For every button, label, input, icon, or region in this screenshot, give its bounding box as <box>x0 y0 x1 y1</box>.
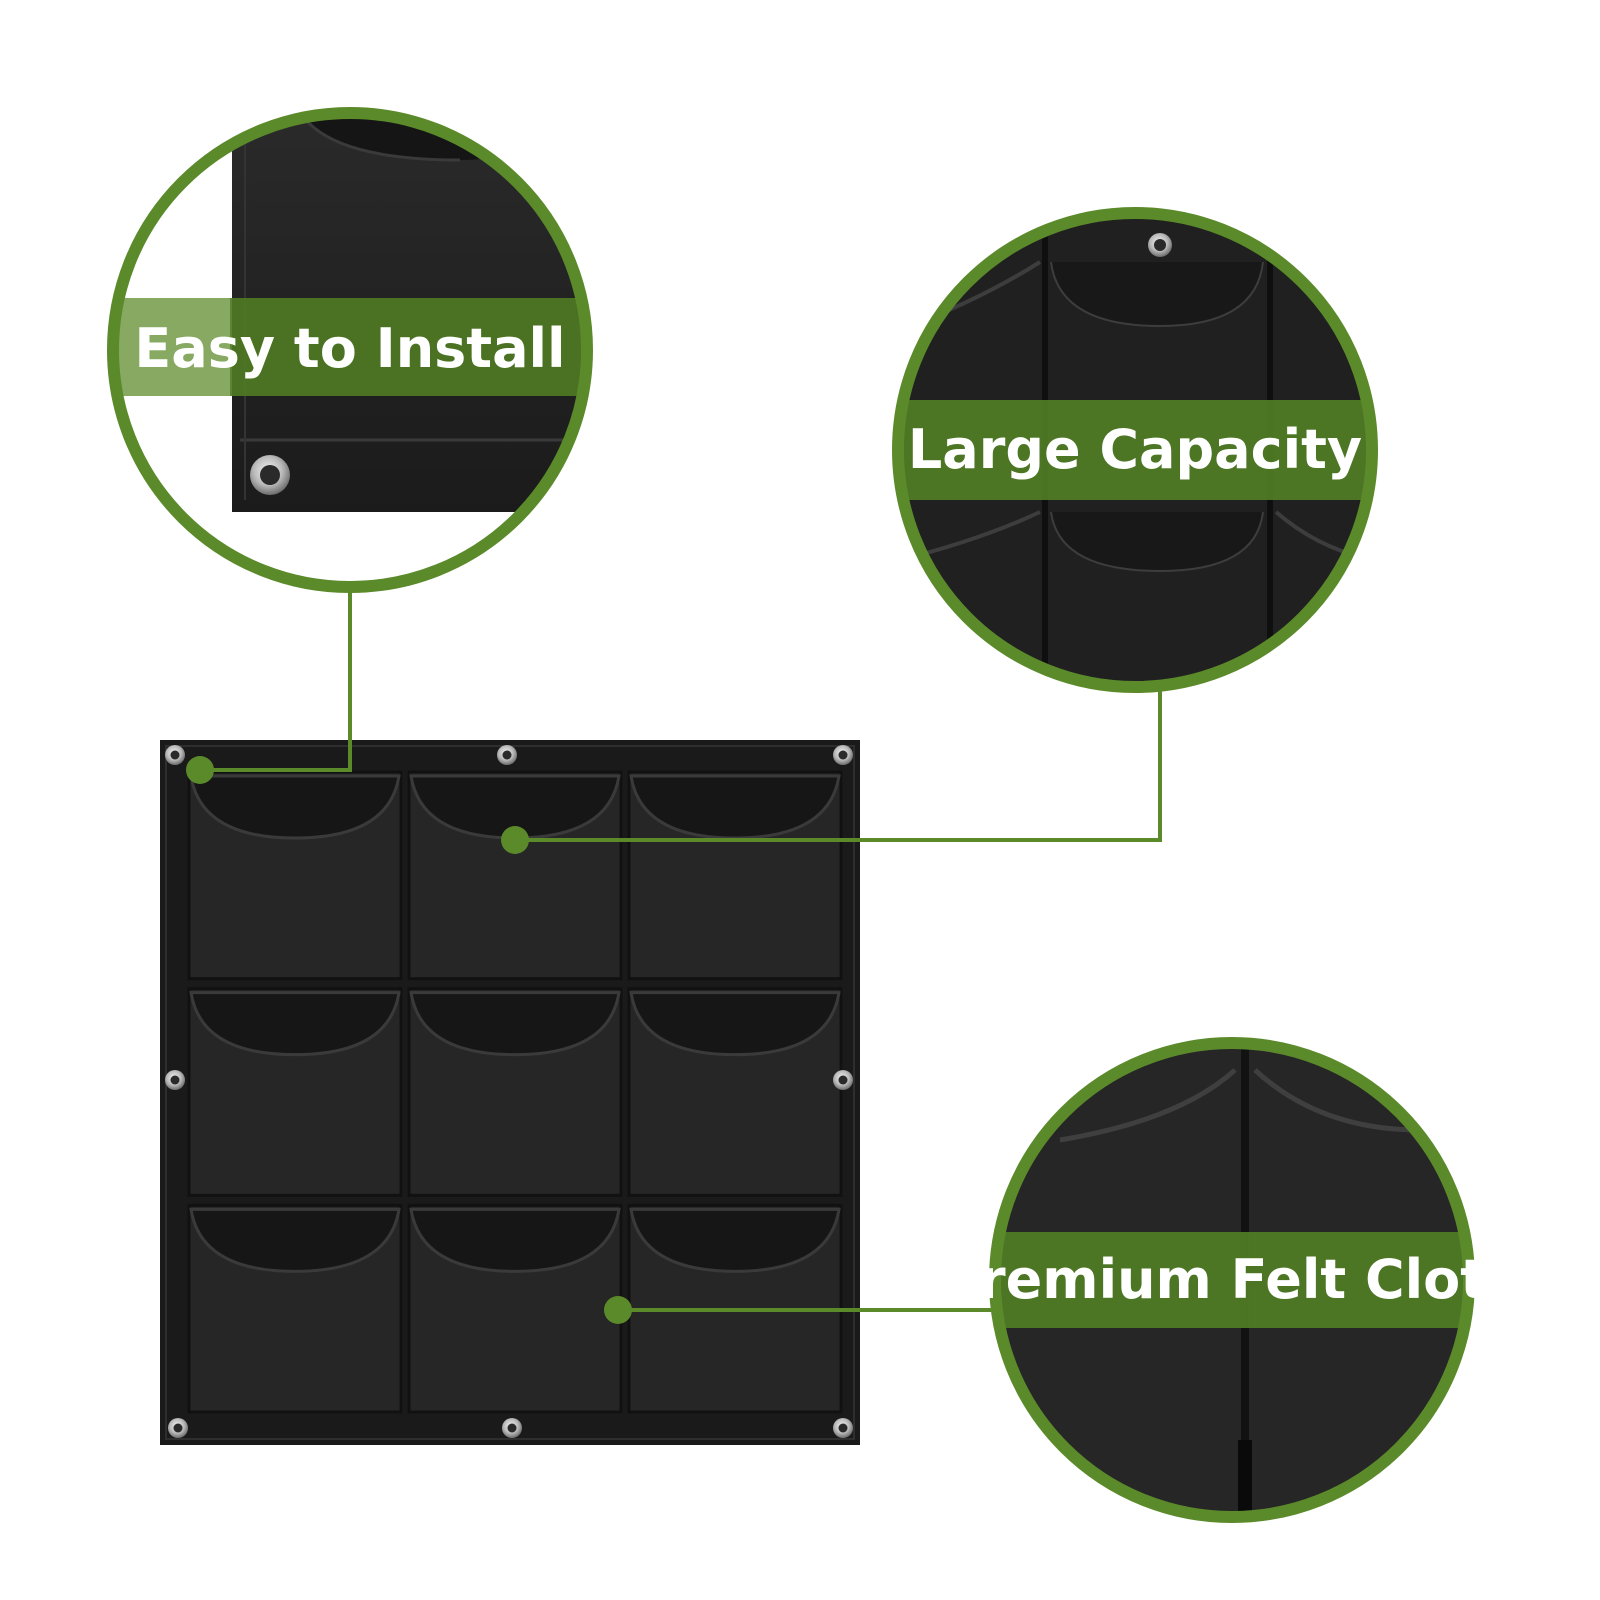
callout-install: Easy to Install <box>107 107 593 593</box>
connector-lines <box>200 587 1162 1312</box>
callout-felt: Premium Felt Cloth <box>939 1037 1525 1523</box>
pocket <box>627 987 843 1197</box>
grommet-icon <box>165 745 185 765</box>
pocket <box>407 987 623 1197</box>
grommet-icon <box>833 1070 853 1090</box>
connector-capacity <box>515 687 1162 842</box>
callout-felt-label: Premium Felt Cloth <box>939 1248 1524 1311</box>
pocket <box>407 770 623 981</box>
grommet-icon <box>165 1070 185 1090</box>
callout-install-label: Easy to Install <box>134 317 565 380</box>
pocket <box>187 1203 403 1414</box>
connector-dot-capacity <box>501 826 529 854</box>
callout-capacity-label: Large Capacity <box>908 418 1362 481</box>
connector-dot-install <box>186 756 214 784</box>
grommet-icon <box>497 745 517 765</box>
grommet-set <box>165 745 853 1438</box>
pocket <box>407 1203 623 1414</box>
grommet-icon <box>833 1418 853 1438</box>
grommet-icon <box>502 1418 522 1438</box>
pocket <box>627 770 843 981</box>
callout-capacity: Large Capacity <box>892 207 1378 693</box>
connector-dot-felt <box>604 1296 632 1324</box>
grommet-icon <box>833 745 853 765</box>
grommet-icon <box>168 1418 188 1438</box>
pocket <box>187 770 403 981</box>
wall-planter <box>160 740 860 1445</box>
pocket <box>187 987 403 1197</box>
connector-install <box>200 587 352 772</box>
pocket-grid <box>187 770 843 1414</box>
